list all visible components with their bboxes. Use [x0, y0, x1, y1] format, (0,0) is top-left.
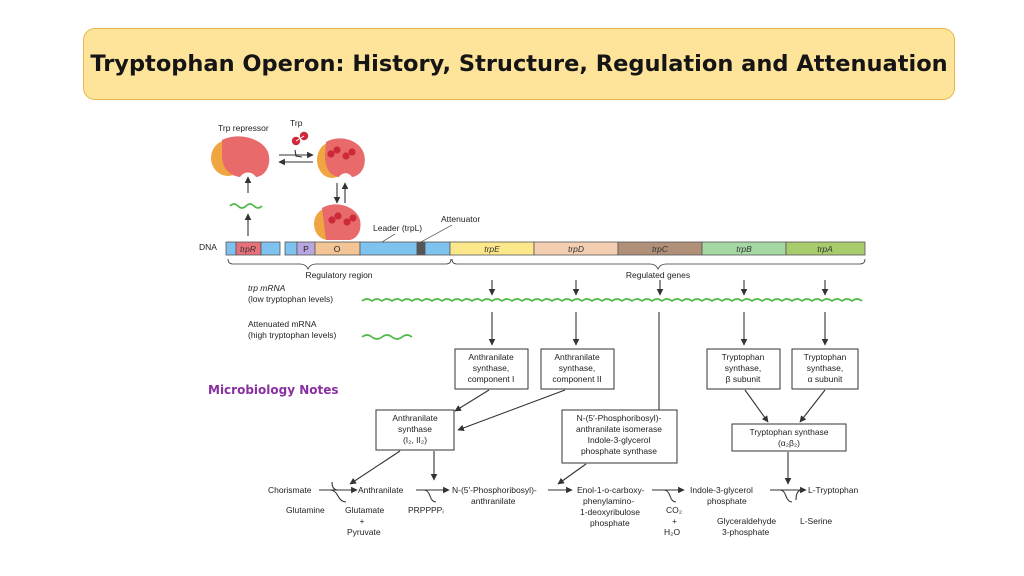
- co2-label: CO₂: [666, 505, 682, 515]
- enzyme-box-as-combined: [375, 409, 455, 451]
- asc-line2: synthase: [398, 424, 432, 434]
- title-banner: Tryptophan Operon: History, Structure, R…: [83, 28, 955, 100]
- enzyme-box-tsa: [791, 348, 859, 390]
- glutamine-in-curve: [331, 481, 339, 491]
- chorismate-label: Chorismate: [268, 485, 312, 495]
- trp-molecule-icon: [291, 131, 309, 146]
- glutamine-label: Glutamine: [286, 505, 325, 515]
- cdrp-label-2: phenylamino-: [583, 496, 634, 506]
- tsc-line2: (α₂β₂): [778, 438, 800, 448]
- enzyme-box-as2: [540, 348, 615, 390]
- g3p-side-arrow: [779, 489, 793, 503]
- lser-label: L-Serine: [800, 516, 832, 526]
- as1-line2: synthase,: [473, 363, 509, 373]
- tsa-line3: α subunit: [808, 374, 843, 384]
- regulatory-region-label: Regulatory region: [305, 270, 372, 280]
- tsc-line1: Tryptophan synthase: [749, 427, 828, 437]
- g3p-label-1: Glyceraldehyde: [717, 516, 776, 526]
- regulated-genes-brace: [451, 258, 866, 271]
- h2o-label: H₂O: [664, 527, 680, 537]
- dna-label: DNA: [199, 242, 217, 252]
- as1-line1: Anthranilate: [468, 352, 514, 362]
- igp-label-1: Indole-3-glycerol: [690, 485, 753, 495]
- trpR-gene-label: trpR: [240, 244, 256, 254]
- tsa-line2: synthase,: [807, 363, 843, 373]
- assembly-arrows: [454, 389, 826, 432]
- gene-label-trpD: trpD: [568, 244, 584, 254]
- attenuated-mrna-label: Attenuated mRNA: [248, 319, 317, 329]
- pra-label-2: anthranilate: [471, 496, 516, 506]
- gene-arrows-down: [488, 280, 829, 296]
- repressor-label: Trp repressor: [218, 123, 269, 133]
- attenuator-label: Attenuator: [441, 214, 480, 224]
- trpc-line1: N-(5′-Phosphoribosyl)-: [577, 413, 662, 423]
- prpp-label: PRPP: [408, 505, 431, 515]
- trp-mrna-sublabel: (low tryptophan levels): [248, 294, 333, 304]
- enzyme-box-as1: [454, 348, 529, 390]
- leader-pointer: [381, 233, 396, 243]
- tsb-line2: synthase,: [725, 363, 761, 373]
- enzyme-box-ts-combined: [731, 423, 847, 452]
- promoter-label: P: [303, 244, 309, 254]
- tsb-line1: Tryptophan: [722, 352, 765, 362]
- co2-side-arrow: [663, 489, 677, 503]
- glutamate-label: Glutamate: [345, 505, 384, 515]
- regulatory-region-brace: [227, 258, 452, 271]
- enzyme-box-trpc: [561, 409, 678, 464]
- igp-label-2: phosphate: [707, 496, 747, 506]
- trp-mrna-label: trp mRNA: [248, 283, 286, 293]
- trpc-line4: phosphate synthase: [581, 446, 657, 456]
- pyruvate-label: Pyruvate: [347, 527, 381, 537]
- trpR-mrna-wave-icon: [229, 203, 263, 209]
- as2-line2: synthase,: [559, 363, 595, 373]
- cdrp-label-4: phosphate: [590, 518, 630, 528]
- as2-line1: Anthranilate: [554, 352, 600, 362]
- asc-line1: Anthranilate: [392, 413, 438, 423]
- trpc-line2: anthranilate isomerase: [576, 424, 662, 434]
- g3p-label-2: 3-phosphate: [722, 527, 770, 537]
- ppi-label: PPᵢ: [431, 505, 444, 515]
- ltrp-label: L-Tryptophan: [808, 485, 859, 495]
- plus-2-label: +: [672, 516, 677, 526]
- watermark-text: Microbiology Notes: [208, 383, 339, 397]
- gene-label-trpA: trpA: [817, 244, 833, 254]
- regulated-genes-label: Regulated genes: [626, 270, 690, 280]
- attenuated-mrna-sublabel: (high tryptophan levels): [248, 330, 337, 340]
- repressor-active-icon: [317, 138, 365, 178]
- serine-in-curve: [795, 489, 803, 501]
- page-title: Tryptophan Operon: History, Structure, R…: [90, 51, 948, 77]
- glutamine-side-arrow: [329, 489, 347, 503]
- trp-binding-arrow-icon: [294, 149, 303, 158]
- pra-label-1: N-(5′-Phosphoribosyl)-: [452, 485, 537, 495]
- trpc-line3: Indole-3-glycerol: [588, 435, 651, 445]
- tsa-line1: Tryptophan: [804, 352, 847, 362]
- plus-1-label: +: [360, 516, 365, 526]
- attenuated-mrna-wave-icon: [361, 334, 413, 340]
- as1-line3: component I: [468, 374, 515, 384]
- leader-label: Leader (trpL): [373, 223, 422, 233]
- anthranilate-label: Anthranilate: [358, 485, 404, 495]
- prpp-side-arrow: [423, 489, 437, 503]
- catalysis-arrows: [349, 450, 792, 485]
- cdrp-label-3: 1-deoxyribulose: [580, 507, 640, 517]
- gene-label-trpC: trpC: [652, 244, 669, 254]
- tsb-line3: β subunit: [726, 374, 761, 384]
- asc-line3: (I₂, II₂): [403, 435, 427, 445]
- trp-mrna-wave-icon: [361, 298, 863, 303]
- enzyme-box-tsb: [706, 348, 781, 390]
- repressor-bound-operator-icon: [314, 204, 361, 240]
- gene-label-trpE: trpE: [484, 244, 500, 254]
- as2-line3: component II: [552, 374, 601, 384]
- repressor-inactive-icon: [211, 136, 270, 177]
- trp-mrna-label-line1: trp mRNA: [248, 283, 286, 293]
- attenuator-pointer: [420, 224, 453, 243]
- cdrp-label-1: Enol-1-o-carboxy-: [577, 485, 645, 495]
- gene-label-trpB: trpB: [736, 244, 752, 254]
- trp-label: Trp: [290, 118, 303, 128]
- dna-bar: [225, 241, 866, 256]
- operator-label: O: [334, 244, 341, 254]
